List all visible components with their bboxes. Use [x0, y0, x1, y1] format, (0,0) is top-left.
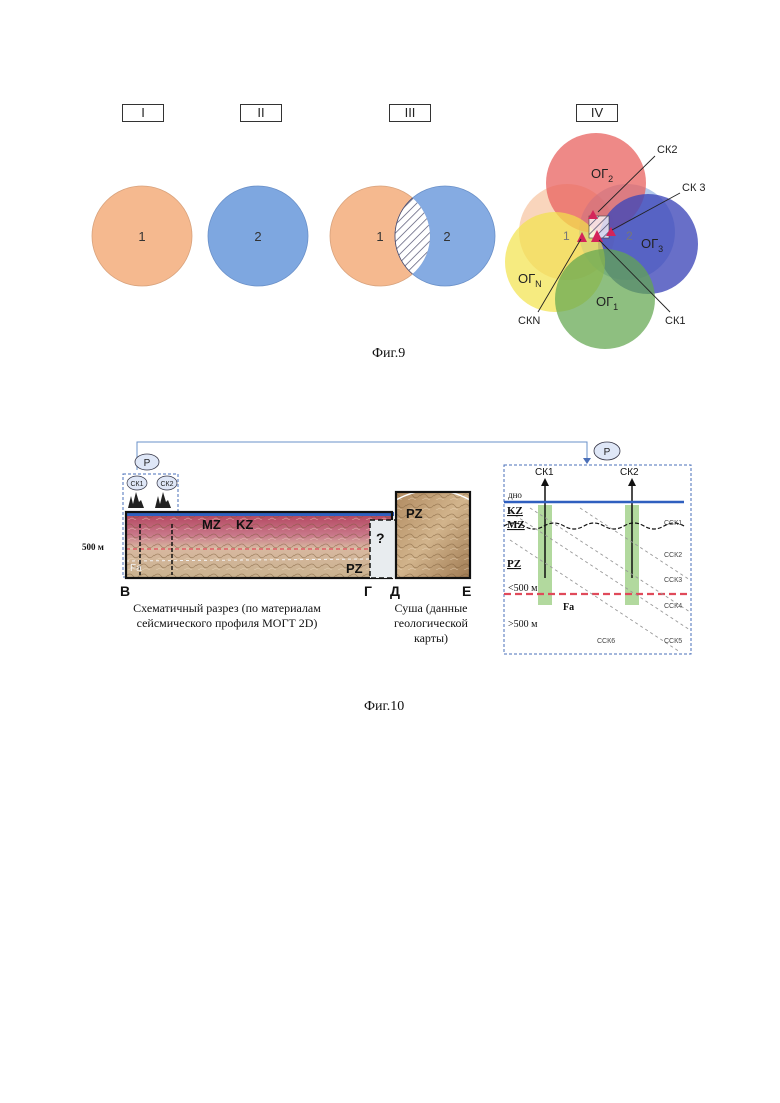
mz-label: MZ: [202, 517, 221, 532]
left-section-caption: Схематичный разрез (по материалам сейсми…: [112, 601, 342, 631]
p-connector-arrow: [583, 458, 591, 464]
point-d: Д: [390, 583, 400, 599]
inset-dno-label: дно: [508, 490, 522, 500]
inset-fa-label: Fa: [563, 602, 574, 613]
fa-label-left: Fa: [130, 563, 142, 574]
pz-label-land: PZ: [406, 506, 423, 521]
overlap-label-2: 2: [443, 229, 450, 244]
p-badge-right-label: Р: [604, 447, 611, 458]
sk1-small-label: СК1: [130, 481, 143, 488]
skN-label: СКN: [518, 315, 540, 327]
land-caption-line-2: геологической: [381, 616, 481, 631]
inset-mz-label: MZ: [507, 519, 525, 531]
iv-label-1: 1: [563, 229, 570, 243]
fig9-caption: Фиг.9: [372, 346, 405, 362]
point-e: Е: [462, 583, 471, 599]
pz-label-left: PZ: [346, 561, 363, 576]
inset-gt500-label: >500 м: [508, 619, 538, 630]
left-caption-line-2: сейсмического профиля МОГТ 2D): [112, 616, 342, 631]
ssk1-label: ССК1: [664, 520, 682, 527]
circle-1-label: 1: [138, 229, 145, 244]
inset-lt500-label: <500 м: [508, 583, 538, 594]
point-b: В: [120, 583, 130, 599]
land-caption-line-3: карты): [381, 631, 481, 646]
kz-label: KZ: [236, 517, 253, 532]
point-g: Г: [364, 583, 372, 599]
sk2-label: СК2: [657, 144, 677, 156]
question-mark: ?: [376, 530, 385, 546]
sk3-label: СК 3: [682, 182, 706, 194]
land-caption: Суша (данные геологической карты): [381, 601, 481, 646]
land-texture: [396, 492, 470, 578]
inset-kz-label: KZ: [507, 505, 523, 517]
p-badge-left-label: Р: [144, 458, 151, 469]
sk2-small-label: СК2: [160, 481, 173, 488]
depth-label: 500 м: [82, 542, 104, 552]
seismic-trace-2: [155, 492, 171, 508]
ssk3-label: ССК3: [664, 577, 682, 584]
ssk4-label: ССК4: [664, 603, 682, 610]
ssk6-label: ССК6: [597, 638, 615, 645]
circle-2-label: 2: [254, 229, 261, 244]
fig9-diagram: 1 2 1 2 ОГ2 ОГ3 ОГN ОГ1 1 2 СК2 СК 3 СКN…: [0, 0, 780, 400]
seismic-trace-1: [128, 492, 144, 508]
ssk2-label: ССК2: [664, 552, 682, 559]
fig10-caption: Фиг.10: [364, 699, 404, 715]
iv-label-2: 2: [626, 229, 633, 243]
left-caption-line-1: Схематичный разрез (по материалам: [112, 601, 342, 616]
inset-pz-label: PZ: [507, 558, 521, 570]
inset-sk2-label: СК2: [620, 467, 639, 478]
overlap-label-1: 1: [376, 229, 383, 244]
sk1-label: СК1: [665, 315, 685, 327]
unknown-zone: [370, 520, 396, 578]
inset-sk1-label: СК1: [535, 467, 554, 478]
ssk5-label: ССК5: [664, 638, 682, 645]
land-caption-line-1: Суша (данные: [381, 601, 481, 616]
